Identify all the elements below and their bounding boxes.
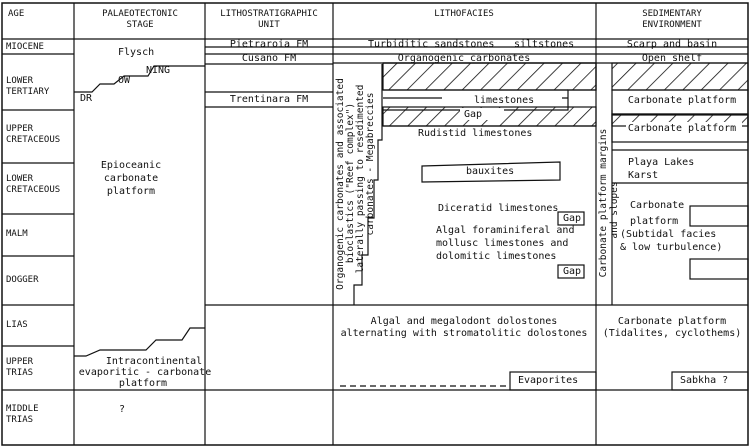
facies-evaporites: Evaporites [518, 375, 579, 386]
facies-limestones: limestones [474, 95, 535, 106]
age-upper-cretaceous-1: UPPER [6, 124, 34, 134]
age-lower-cretaceous-1: LOWER [6, 174, 34, 184]
age-malm: MALM [6, 229, 28, 239]
header-age: AGE [8, 9, 25, 19]
facies-bauxites: bauxites [466, 166, 515, 177]
palaeo-epiceanic-3: platform [106, 186, 156, 197]
facies-organogenic: Organogenic carbonates [397, 53, 531, 64]
header-litho-unit-2: UNIT [258, 20, 280, 30]
evaporites-box [509, 371, 597, 391]
age-lower-cretaceous-2: CRETACEOUS [6, 185, 61, 195]
env-scarp: Scarp and basin [626, 39, 718, 50]
age-middle-trias-2: TRIAS [6, 415, 34, 425]
facies-gap-mid: Gap [563, 213, 582, 224]
env-open-shelf: Open shelf [641, 53, 703, 64]
header-palaeotectonic-1: PALAEOTECTONIC [102, 9, 178, 19]
palaeo-ow: OW [118, 75, 131, 86]
unit-cusano: Cusano FM [241, 53, 297, 64]
intracontinental-boundary [74, 327, 205, 357]
age-lower-tertiary-1: LOWER [6, 76, 34, 86]
facies-diceratid: Diceratid limestones [438, 203, 559, 214]
hatch-lower-tertiary [382, 62, 597, 91]
env-cp-malm-4: & low turbulence) [620, 242, 723, 253]
header-sed-env-2: ENVIRONMENT [642, 20, 702, 30]
env-sabkha: Sabkha ? [680, 375, 729, 386]
header-lithofacies: LITHOFACIES [434, 9, 494, 19]
facies-margins-2: and slopes [609, 181, 620, 239]
palaeo-intra-1: Intracontinental [105, 356, 203, 367]
palaeo-ning: NING [146, 65, 171, 76]
facies-reef-4: carbonates - Megabreccies [365, 92, 376, 236]
env-playa-2: Karst [628, 170, 659, 181]
header-sed-env-1: SEDIMENTARY [642, 9, 702, 19]
env-cp-malm-3: (Subtidal facies [620, 229, 717, 240]
facies-algal-2: mollusc limestones and [436, 238, 569, 249]
age-upper-trias-2: TRIAS [6, 368, 34, 378]
palaeo-question: ? [119, 404, 126, 415]
palaeo-intra-3: platform [118, 378, 168, 389]
env-cp-malm-1: Carbonate [630, 200, 685, 211]
reef-boundary [353, 64, 383, 305]
age-upper-cretaceous-2: CRETACEOUS [6, 135, 61, 145]
age-middle-trias-1: MIDDLE [6, 404, 39, 414]
facies-gap-top: Gap [464, 109, 483, 120]
facies-algal-1: Algal foraminiferal and [436, 225, 575, 236]
env-playa-1: Playa Lakes [628, 157, 695, 168]
palaeo-intra-2: evaporitic - carbonate [78, 367, 212, 378]
env-cp-1: Carbonate platform [627, 95, 737, 106]
unit-pietraroia: Pietraroia FM [229, 39, 309, 50]
facies-turbiditic: Turbiditic sandstones [368, 39, 495, 50]
header-litho-unit-1: LITHOSTRATIGRAPHIC [220, 9, 318, 19]
ning-boundary [74, 65, 205, 93]
palaeo-dr: DR [80, 93, 93, 104]
facies-siltstones: siltstones [514, 39, 575, 50]
bauxite-wedge [421, 161, 561, 183]
palaeo-flysch: Flysch [118, 47, 155, 58]
facies-margins-1: Carbonate platform margins [598, 128, 609, 278]
age-lower-tertiary-2: TERTIARY [6, 87, 50, 97]
hatch-env-1 [611, 62, 749, 91]
palaeo-epiceanic-2: carbonate [103, 173, 159, 184]
sabkha-box [671, 371, 749, 391]
age-dogger: DOGGER [6, 275, 39, 285]
palaeo-epiceanic-1: Epioceanic [100, 160, 162, 171]
gap-box-mid [557, 211, 585, 226]
facies-dolostones-1: Algal and megalodont dolostones [370, 316, 558, 327]
gap-box-low [557, 264, 585, 279]
env-cp-malm-2: platform [630, 216, 679, 227]
age-lias: LIAS [6, 320, 28, 330]
facies-rudistid: Rudistid limestones [418, 128, 533, 139]
facies-dolostones-2: alternating with stromatolitic dolostone… [340, 328, 588, 339]
unit-trentinara: Trentinara FM [229, 94, 309, 105]
env-cp-tidal-2: (Tidalites, cyclothems) [602, 328, 742, 339]
header-palaeotectonic-2: STAGE [126, 20, 154, 30]
env-cp-tidal-1: Carbonate platform [617, 316, 727, 327]
env-cp-2: Carbonate platform [627, 123, 737, 134]
age-miocene: MIOCENE [6, 42, 44, 52]
facies-algal-3: dolomitic limestones [436, 251, 557, 262]
facies-gap-low: Gap [563, 266, 582, 277]
age-upper-trias-1: UPPER [6, 357, 34, 367]
